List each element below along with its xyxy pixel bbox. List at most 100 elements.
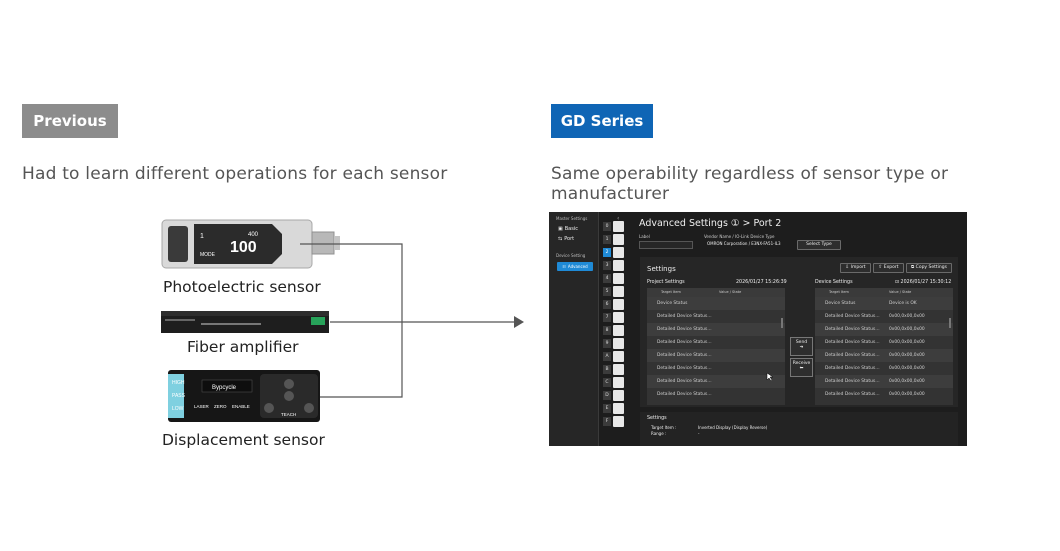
receive-button[interactable]: Receive⬅ (790, 358, 813, 377)
page-title: Advanced Settings ① > Port 2 (639, 218, 782, 229)
port-item[interactable]: 4 (601, 272, 628, 285)
label-input[interactable] (639, 241, 693, 249)
device-thumbnail-icon (613, 260, 624, 271)
port-item[interactable]: B (601, 363, 628, 376)
project-col-item: Target Item (661, 290, 681, 294)
zero-label: ZERO (214, 404, 227, 409)
previous-tag: Previous (22, 104, 118, 138)
port-item[interactable]: D (601, 389, 628, 402)
project-table-row[interactable]: Detailed Device Status… (647, 310, 785, 323)
receive-label: Receive (792, 361, 811, 366)
project-table-row[interactable]: Detailed Device Status… (647, 388, 785, 401)
port-item[interactable]: 7 (601, 311, 628, 324)
import-button[interactable]: ⇩ Import (840, 263, 871, 273)
device-thumbnail-icon (613, 338, 624, 349)
target-item-cell: Detailed Device Status… (657, 353, 712, 358)
port-number: 5 (603, 287, 611, 296)
project-scrollbar[interactable] (781, 318, 783, 328)
port-item[interactable]: F (601, 415, 628, 428)
port-item[interactable]: A (601, 350, 628, 363)
port-item[interactable]: 6 (601, 298, 628, 311)
arrow-head-icon (514, 316, 524, 328)
device-table-row[interactable]: Detailed Device Status… 0x00,0x00,0x00 (815, 310, 953, 323)
port-item[interactable]: E (601, 402, 628, 415)
project-table-row[interactable]: Detailed Device Status… (647, 375, 785, 388)
project-table-row[interactable]: Device Status (647, 297, 785, 310)
laser-label: LASER (194, 404, 210, 409)
port-icon: ⇆ (558, 236, 563, 242)
device-thumbnail-icon (613, 247, 624, 258)
vendor-value: OMRON Corporation / E3NX-FA51-IL3 (707, 241, 781, 246)
device-table-row[interactable]: Detailed Device Status…0x00,0x00,0x00 (815, 336, 953, 349)
port-item[interactable]: 0 (601, 220, 628, 233)
device-thumbnail-icon (613, 403, 624, 414)
port-item[interactable]: C (601, 376, 628, 389)
select-type-button[interactable]: Select Type (797, 240, 841, 250)
export-label: Export (883, 265, 899, 270)
collapse-icon[interactable]: ‹ (617, 215, 620, 222)
port-number: 0 (603, 222, 611, 231)
port-number: A (603, 352, 611, 361)
value-state-cell: 0x00,0x00,0x00 (889, 327, 925, 332)
port-number: 7 (603, 313, 611, 322)
value-state-cell: 0x00,0x00,0x00 (889, 314, 925, 319)
port-item[interactable]: 5 (601, 285, 628, 298)
sidebar-item-advanced[interactable]: ☷Advanced (557, 262, 593, 271)
copy-settings-button[interactable]: ⧉ Copy Settings (906, 263, 952, 273)
device-table-row[interactable]: Detailed Device Status… 0x00,0x00,0x00 (815, 323, 953, 336)
device-scrollbar[interactable] (949, 318, 951, 328)
device-col-item: Target Item (829, 290, 849, 294)
port-number: B (603, 365, 611, 374)
arrow-left-icon: ⬅ (799, 366, 804, 371)
project-table-row[interactable]: Detailed Device Status… (647, 336, 785, 349)
low-label: LOW (172, 406, 184, 412)
device-thumbnail-icon (613, 234, 624, 245)
photoelectric-sensor-image: 1 400 100 MODE (161, 219, 340, 269)
device-thumbnail-icon (613, 325, 624, 336)
fiber-amplifier-image (161, 311, 329, 333)
advanced-icon: ☷ (562, 264, 566, 269)
port-item[interactable]: 2 (601, 246, 628, 259)
target-item-cell: Detailed Device Status… (825, 392, 880, 397)
target-item-value: Inverted Display (Display Reverse) (698, 425, 768, 430)
device-thumbnail-icon (613, 273, 624, 284)
device-table-row[interactable]: Detailed Device Status…0x00,0x00,0x00 (815, 375, 953, 388)
device-table-row[interactable]: Detailed Device Status… 0x00,0x00,0x00 (815, 388, 953, 401)
target-item-cell: Detailed Device Status… (657, 327, 712, 332)
settings-title: Settings (647, 265, 676, 273)
enable-label: ENABLE (232, 404, 250, 409)
target-item-cell: Detailed Device Status… (825, 314, 880, 319)
target-item-cell: Detailed Device Status… (825, 327, 880, 332)
target-item-label: Target Item : (651, 425, 677, 430)
device-thumbnail-icon (613, 377, 624, 388)
gd-series-caption: Same operability regardless of sensor ty… (551, 164, 949, 204)
bottom-settings: Settings Target Item : Inverted Display … (640, 412, 958, 446)
photoelectric-sensor-label: Photoelectric sensor (163, 278, 321, 296)
export-button[interactable]: ⇧ Export (873, 263, 904, 273)
project-table-row[interactable]: Detailed Device Status… (647, 323, 785, 336)
port-number: 4 (603, 274, 611, 283)
device-table-row[interactable]: Detailed Device Status…0x00,0x00,0x00 (815, 349, 953, 362)
value-state-cell: 0x00,0x00,0x00 (889, 392, 925, 397)
device-thumbnail-icon (613, 416, 624, 427)
label-caption: Label (639, 234, 650, 239)
port-item[interactable]: 8 (601, 324, 628, 337)
project-table-row[interactable]: Detailed Device Status… (647, 349, 785, 362)
port-item[interactable]: 9 (601, 337, 628, 350)
port-number: 8 (603, 326, 611, 335)
teach-label: TEACH (281, 412, 296, 417)
device-thumbnail-icon (613, 364, 624, 375)
port-item[interactable]: 1 (601, 233, 628, 246)
project-table-row[interactable]: Detailed Device Status… (647, 362, 785, 375)
display-main: 100 (230, 239, 257, 256)
port-item[interactable]: 3 (601, 259, 628, 272)
range-value: - (698, 431, 700, 436)
sidebar-item-basic[interactable]: ▣Basic (558, 226, 578, 232)
display-sub: 1 (200, 233, 204, 240)
sidebar-item-port[interactable]: ⇆Port (558, 236, 574, 242)
lcd-text: Bypcycle (212, 385, 237, 391)
send-button[interactable]: Send➜ (790, 337, 813, 356)
device-table-row[interactable]: Detailed Device Status…0x00,0x00,0x00 (815, 362, 953, 375)
